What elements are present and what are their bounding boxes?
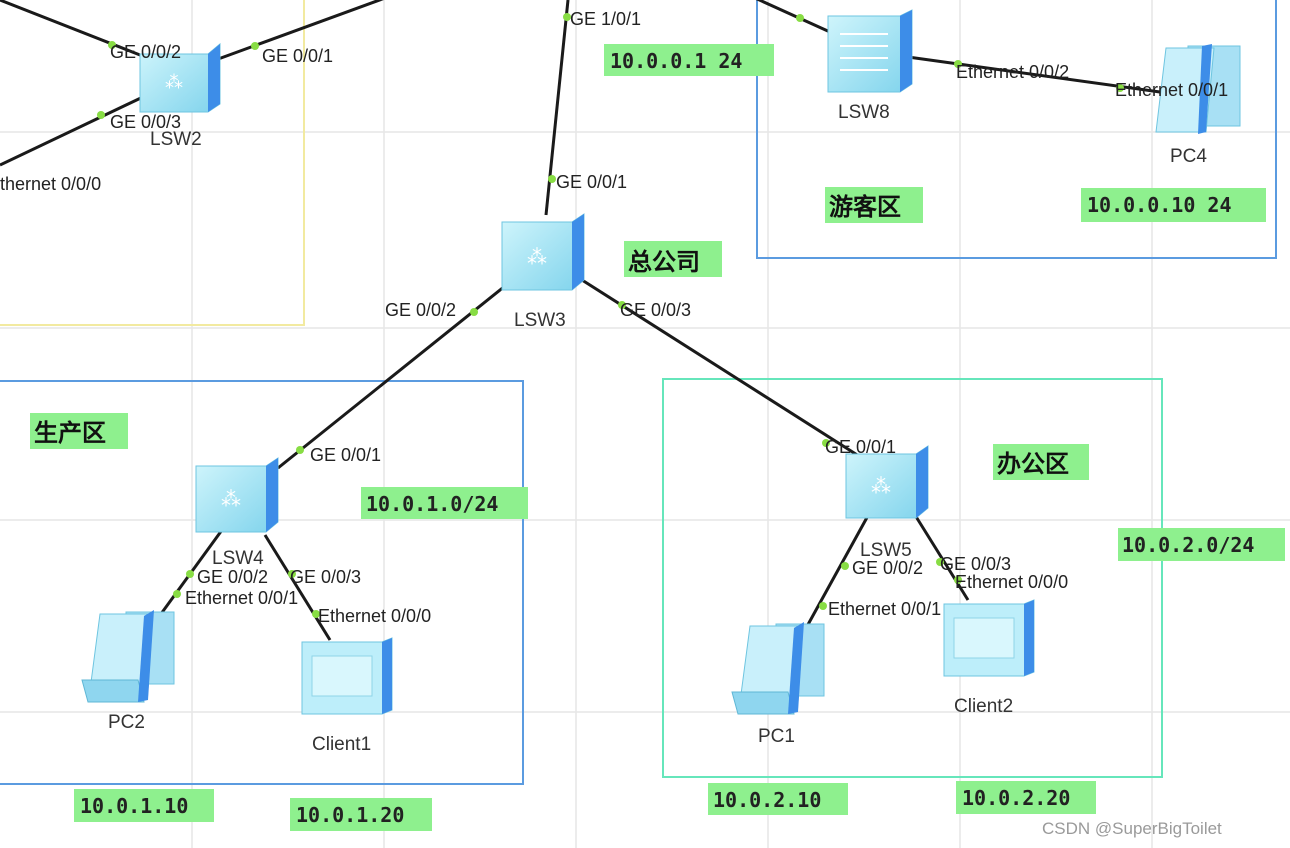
pc2-computer-icon[interactable] xyxy=(81,610,175,703)
switch-lsw4[interactable]: ⁂ xyxy=(195,457,279,533)
area-label-headquarters: 总公司 xyxy=(624,241,722,277)
client2-server-icon[interactable] xyxy=(943,599,1035,677)
pc1-computer-icon[interactable] xyxy=(731,622,825,715)
port-label: Ethernet 0/0/2 xyxy=(956,62,1069,82)
port-label: GE 0/0/3 xyxy=(940,554,1011,574)
ip-text: 10.0.1.10 xyxy=(80,794,188,818)
device-label-pc2: PC2 xyxy=(108,712,145,733)
port-label: GE 0/0/2 xyxy=(852,558,923,578)
client1-server-icon[interactable] xyxy=(301,637,393,715)
device-label-pc4: PC4 xyxy=(1170,146,1207,167)
port-label: GE 0/0/2 xyxy=(385,300,456,320)
link-lsw4-client1 xyxy=(263,534,332,641)
link-lsw3-lsw5 xyxy=(581,278,863,460)
ip-text: 10.0.0.1 24 xyxy=(610,49,742,73)
ip-top-link: 10.0.0.1 24 xyxy=(604,44,774,76)
links xyxy=(0,0,1161,641)
ip-text: 10.0.1.0/24 xyxy=(366,492,498,516)
area-text: 办公区 xyxy=(997,451,1069,478)
ip-pc2: 10.0.1.10 xyxy=(74,789,214,822)
ip-text: 10.0.0.10 24 xyxy=(1087,193,1232,217)
port-label: GE 0/0/2 xyxy=(110,42,181,62)
device-label-lsw8: LSW8 xyxy=(838,102,890,123)
link-lsw5-client2 xyxy=(913,514,970,601)
switch-lsw2[interactable]: ⁂ xyxy=(139,42,221,113)
port-label: GE 0/0/1 xyxy=(825,437,896,457)
port-label: GE 0/0/1 xyxy=(556,172,627,192)
ip-text: 10.0.1.20 xyxy=(296,803,404,827)
production-area-frame xyxy=(0,380,524,785)
port-label: thernet 0/0/0 xyxy=(0,174,101,194)
link-edge-lsw2-lower xyxy=(0,94,146,167)
ip-production-net: 10.0.1.0/24 xyxy=(361,487,528,519)
watermark: CSDN @SuperBigToilet xyxy=(1042,819,1222,838)
port-label: Ethernet 0/0/0 xyxy=(318,606,431,626)
link-lsw5-pc1 xyxy=(803,511,872,631)
guest-area-frame xyxy=(756,0,1277,259)
port-label: Ethernet 0/0/1 xyxy=(1115,80,1228,100)
ip-text: 10.0.2.20 xyxy=(962,786,1070,810)
device-label-lsw2: LSW2 xyxy=(150,129,202,150)
svg-text:⁂: ⁂ xyxy=(221,489,241,511)
area-label-production: 生产区 xyxy=(30,413,128,449)
port-label: Ethernet 0/0/1 xyxy=(185,588,298,608)
area-label-guest: 游客区 xyxy=(825,187,923,223)
ip-pc4: 10.0.0.10 24 xyxy=(1081,188,1266,222)
switch-lsw5[interactable]: ⁂ xyxy=(845,445,929,519)
area-label-office: 办公区 xyxy=(993,444,1089,480)
device-label-pc1: PC1 xyxy=(758,726,795,747)
port-label: GE 0/0/3 xyxy=(290,567,361,587)
ip-client1: 10.0.1.20 xyxy=(290,798,432,831)
area-text: 总公司 xyxy=(628,248,700,276)
port-dots xyxy=(97,13,1124,618)
ip-text: 10.0.2.10 xyxy=(713,788,821,812)
port-label: Ethernet 0/0/0 xyxy=(955,572,1068,592)
link-lsw8-up xyxy=(755,0,831,34)
port-label: GE 0/0/1 xyxy=(310,445,381,465)
svg-text:⁂: ⁂ xyxy=(165,72,183,92)
pc4-computer-icon[interactable] xyxy=(1155,44,1241,134)
switch-lsw3[interactable]: ⁂ xyxy=(501,213,585,291)
port-label: GE 0/0/2 xyxy=(197,567,268,587)
left-area-frame xyxy=(0,0,305,326)
device-label-lsw5: LSW5 xyxy=(860,540,912,561)
switch-lsw8[interactable] xyxy=(827,9,913,93)
device-label-lsw4: LSW4 xyxy=(212,548,264,569)
office-area-frame xyxy=(662,378,1163,778)
port-label: Ethernet 0/0/1 xyxy=(828,599,941,619)
link-edge-lsw2 xyxy=(0,0,141,57)
device-label-client2: Client2 xyxy=(954,696,1013,717)
link-lsw2-up xyxy=(209,0,384,64)
device-label-client1: Client1 xyxy=(312,734,371,755)
ip-text: 10.0.2.0/24 xyxy=(1122,533,1254,557)
ip-office-net: 10.0.2.0/24 xyxy=(1118,528,1285,561)
port-label: GE 0/0/1 xyxy=(262,46,333,66)
svg-text:⁂: ⁂ xyxy=(871,476,891,498)
device-label-lsw3: LSW3 xyxy=(514,310,566,331)
area-text: 生产区 xyxy=(34,419,106,447)
port-label: GE 0/0/3 xyxy=(110,112,181,132)
port-label: GE 0/0/3 xyxy=(620,300,691,320)
port-label: GE 1/0/1 xyxy=(570,9,641,29)
svg-text:⁂: ⁂ xyxy=(527,247,547,269)
ip-pc1: 10.0.2.10 xyxy=(708,783,848,815)
area-text: 游客区 xyxy=(829,193,901,221)
ip-client2: 10.0.2.20 xyxy=(956,781,1096,814)
